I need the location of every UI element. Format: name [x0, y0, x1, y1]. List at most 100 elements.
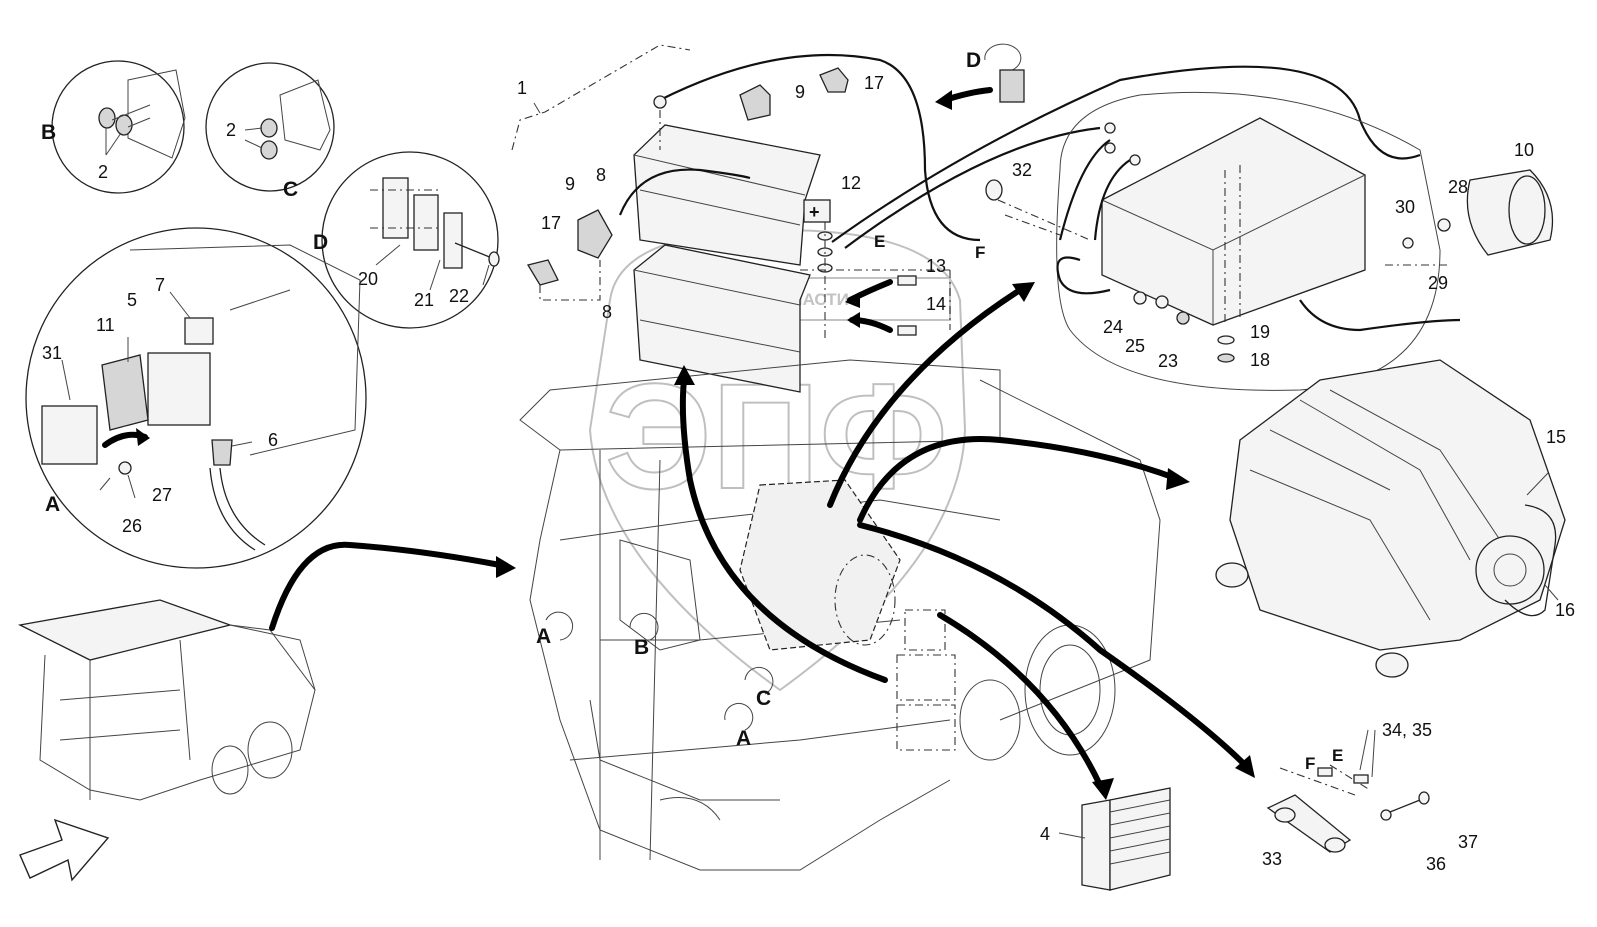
detail-letter-f-bottom: F	[1305, 754, 1315, 773]
washer-icon	[1402, 237, 1414, 249]
washer-icon	[1155, 295, 1169, 309]
callout-8: 8	[596, 165, 606, 185]
fastener-icon	[260, 140, 278, 160]
callout-27: 27	[152, 485, 172, 505]
callout-8: 8	[602, 302, 612, 322]
terminal-cover-icon	[739, 84, 771, 121]
callout-30: 30	[1395, 197, 1415, 217]
engine	[1215, 359, 1566, 678]
detail-b	[51, 60, 186, 194]
callout-2: 2	[98, 162, 108, 182]
marker-b	[629, 612, 659, 641]
detail-letter-e: E	[874, 232, 885, 251]
callout-20: 20	[358, 269, 378, 289]
callout-31: 31	[42, 343, 62, 363]
pulley-icon	[1475, 535, 1545, 605]
control-unit	[1058, 787, 1171, 891]
callout-17: 17	[541, 213, 561, 233]
engine-icon	[1229, 359, 1566, 651]
callout-6: 6	[268, 430, 278, 450]
flow-arrows	[269, 282, 1255, 800]
control-box-icon	[41, 405, 98, 465]
clamp-icon	[897, 275, 917, 286]
callout-33: 33	[1262, 849, 1282, 869]
mount-icon	[1375, 652, 1409, 678]
plate-icon	[443, 212, 463, 269]
callout-24: 24	[1103, 317, 1123, 337]
svg-text:+: +	[809, 202, 820, 222]
nut-icon	[1176, 311, 1190, 325]
detail-letter-d-top: D	[966, 49, 981, 72]
callout-4: 4	[1040, 824, 1050, 844]
fuse-icon	[1353, 774, 1369, 784]
bracket-icon	[382, 177, 409, 239]
electrical-box-icon	[1101, 117, 1366, 326]
callout-9: 9	[795, 82, 805, 102]
control-unit-icon	[1081, 799, 1111, 891]
fuse-icon	[1317, 767, 1333, 777]
callout-12: 12	[841, 173, 861, 193]
detail-letter-a-machine-2: A	[736, 727, 751, 750]
callout-7: 7	[155, 275, 165, 295]
detail-letter-a: A	[45, 493, 60, 516]
plus-cap-icon	[803, 199, 831, 223]
callout-32: 32	[1012, 160, 1032, 180]
callout-34-35: 34, 35	[1382, 720, 1432, 740]
callout-23: 23	[1158, 351, 1178, 371]
fuse-holder	[1266, 729, 1430, 853]
detail-letter-b-machine: B	[634, 636, 649, 659]
overview-machine	[17, 599, 316, 882]
callout-14: 14	[926, 294, 946, 314]
callout-15: 15	[1546, 427, 1566, 447]
washer-icon	[1380, 809, 1392, 821]
detail-letter-f: F	[975, 243, 985, 262]
callout-9: 9	[565, 174, 575, 194]
detail-c-panel	[279, 79, 331, 151]
detail-c	[205, 62, 335, 192]
detail-letter-c: C	[283, 178, 298, 201]
mount-icon	[1215, 562, 1249, 588]
nut-icon	[1217, 353, 1235, 363]
cable-gland-icon	[211, 439, 233, 466]
callout-13: 13	[926, 256, 946, 276]
callout-28: 28	[1448, 177, 1468, 197]
detail-letter-c-machine: C	[756, 687, 771, 710]
detail-letter-a-machine: A	[536, 625, 551, 648]
marker-a2	[724, 702, 754, 731]
callout-17: 17	[864, 73, 884, 93]
detail-letter-b: B	[41, 121, 56, 144]
terminal-cover-icon	[577, 209, 613, 259]
belt-icon	[1504, 504, 1557, 617]
fastener-icon	[98, 107, 116, 129]
callout-37: 37	[1458, 832, 1478, 852]
callout-5: 5	[127, 290, 137, 310]
callout-16: 16	[1555, 600, 1575, 620]
callout-11: 11	[96, 315, 115, 335]
screw-icon	[1437, 218, 1451, 232]
callout-19: 19	[1250, 322, 1270, 342]
electrical-box-detail	[985, 91, 1554, 391]
marker-a	[545, 611, 574, 641]
washer-icon	[1217, 335, 1235, 345]
callout-26: 26	[122, 516, 142, 536]
callout-21: 21	[414, 290, 434, 310]
bracket-icon	[413, 194, 439, 251]
callout-25: 25	[1125, 336, 1145, 356]
connector-cover-icon	[101, 354, 149, 431]
detail-d-circle	[321, 151, 499, 329]
fastener-icon	[260, 118, 278, 138]
callout-18: 18	[1250, 350, 1270, 370]
callout-29: 29	[1428, 273, 1448, 293]
battery-assembly: +	[511, 44, 1421, 393]
connector-cap-icon	[184, 317, 214, 345]
terminal-cover-icon	[526, 259, 559, 286]
marker-c	[744, 666, 774, 695]
terminal-cover-icon	[819, 67, 849, 93]
fuse-holder-icon	[985, 179, 1003, 201]
connector-block-icon	[999, 69, 1025, 103]
clamp-icon	[897, 325, 917, 336]
detail-letter-d: D	[313, 231, 328, 254]
callout-36: 36	[1426, 854, 1446, 874]
battery-icon	[633, 244, 811, 393]
